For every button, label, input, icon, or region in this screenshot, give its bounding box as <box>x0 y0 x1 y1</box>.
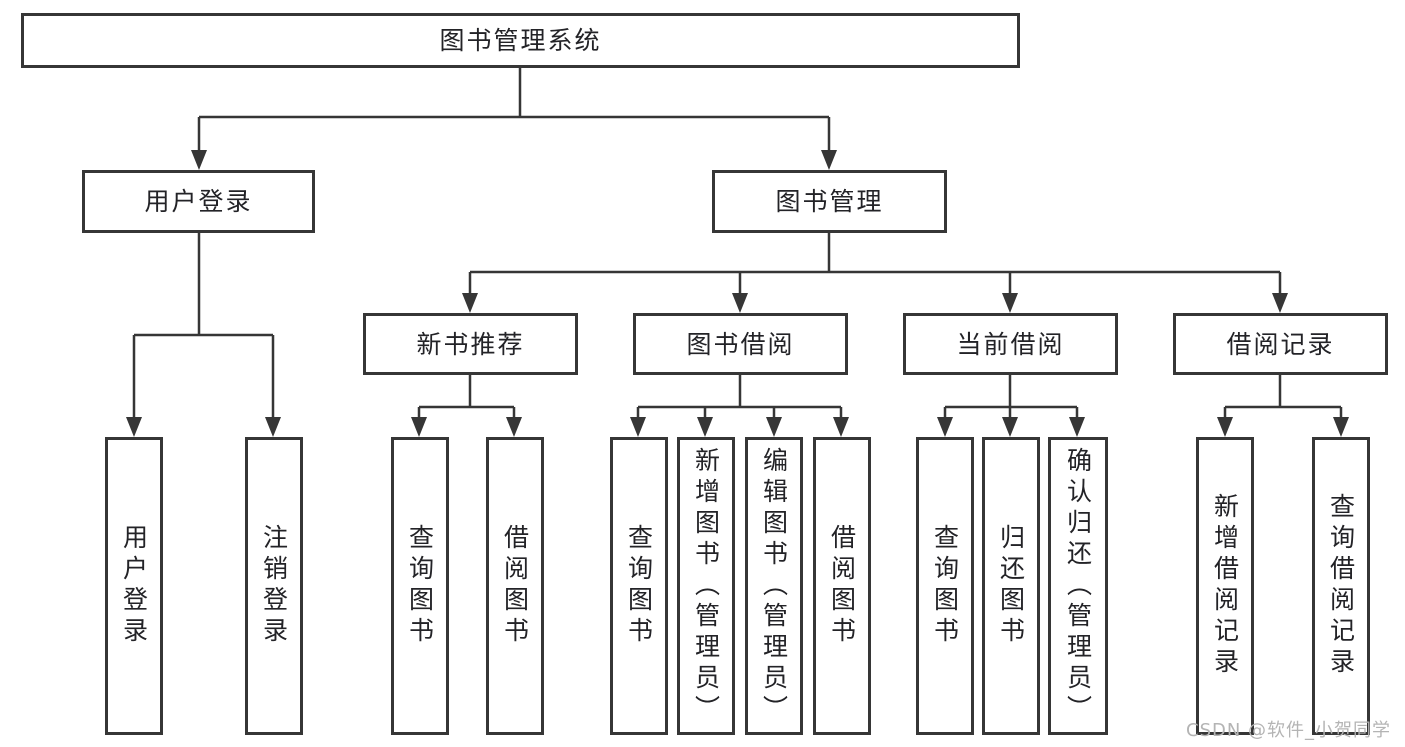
arrow-to-leaf-logout <box>265 417 281 437</box>
connector-root-to-level2 <box>197 68 831 152</box>
leaf-borrow-books-borrow-label: 借阅图书 <box>827 524 857 648</box>
connector-user-login-to-leaves <box>132 233 275 419</box>
leaf-logout-label: 注销登录 <box>259 524 289 648</box>
connector-borrow-records-to-leaves <box>1223 375 1343 421</box>
leaf-add-borrow-record: 新增借阅记录 <box>1196 437 1254 735</box>
leaf-query-borrow-record: 查询借阅记录 <box>1312 437 1370 735</box>
arrow-to-leaf-borrow-books-recommend <box>506 417 522 437</box>
node-borrow-records-label: 借阅记录 <box>1226 329 1335 359</box>
node-user-login-label: 用户登录 <box>144 187 253 216</box>
node-user-login: 用户登录 <box>82 170 315 233</box>
leaf-edit-book-admin-label: 编辑图书（管理员） <box>759 446 789 726</box>
leaf-add-book-admin-label: 新增图书（管理员） <box>691 446 721 726</box>
arrow-to-leaf-query-borrow-record <box>1333 417 1349 437</box>
arrow-to-user-login <box>191 150 207 170</box>
connector-book-borrow-to-leaves <box>636 375 843 421</box>
arrow-to-leaf-edit-book-admin <box>766 417 782 437</box>
leaf-query-books-current-label: 查询图书 <box>930 524 960 648</box>
arrow-to-current-borrow <box>1002 293 1018 313</box>
leaf-edit-book-admin: 编辑图书（管理员） <box>745 437 803 735</box>
arrow-to-leaf-confirm-return-admin <box>1069 417 1085 437</box>
node-new-book-recommend-label: 新书推荐 <box>416 329 525 359</box>
leaf-query-books-recommend-label: 查询图书 <box>405 524 435 648</box>
arrow-to-leaf-user-login <box>126 417 142 437</box>
leaf-query-books-recommend: 查询图书 <box>391 437 449 735</box>
arrow-to-leaf-query-books-borrow <box>630 417 646 437</box>
leaf-confirm-return-admin: 确认归还（管理员） <box>1048 437 1108 735</box>
leaf-return-books-label: 归还图书 <box>996 524 1026 648</box>
leaf-add-borrow-record-label: 新增借阅记录 <box>1210 493 1240 679</box>
leaf-confirm-return-admin-label: 确认归还（管理员） <box>1063 446 1093 726</box>
leaf-add-book-admin: 新增图书（管理员） <box>677 437 735 735</box>
arrow-to-leaf-query-books-recommend <box>411 417 427 437</box>
arrow-to-leaf-add-borrow-record <box>1217 417 1233 437</box>
leaf-return-books: 归还图书 <box>982 437 1040 735</box>
leaf-borrow-books-recommend-label: 借阅图书 <box>500 524 530 648</box>
arrow-to-leaf-add-book-admin <box>697 417 713 437</box>
node-root-label: 图书管理系统 <box>439 26 602 55</box>
leaf-borrow-books-borrow: 借阅图书 <box>813 437 871 735</box>
leaf-user-login-label: 用户登录 <box>119 524 149 648</box>
connector-current-borrow-to-leaves <box>943 375 1079 421</box>
arrow-to-new-book-recommend <box>462 293 478 313</box>
arrowheads <box>126 150 1349 437</box>
arrow-to-leaf-query-books-current <box>937 417 953 437</box>
watermark: CSDN @软件_小贺同学 <box>1186 720 1392 741</box>
node-book-borrow: 图书借阅 <box>633 313 848 375</box>
node-book-borrow-label: 图书借阅 <box>686 329 795 359</box>
node-new-book-recommend: 新书推荐 <box>363 313 578 375</box>
node-root: 图书管理系统 <box>21 13 1020 68</box>
node-borrow-records: 借阅记录 <box>1173 313 1388 375</box>
connector-new-book-recommend-to-leaves <box>417 375 516 421</box>
node-book-management-label: 图书管理 <box>775 187 884 216</box>
node-book-management: 图书管理 <box>712 170 947 233</box>
node-current-borrow: 当前借阅 <box>903 313 1118 375</box>
arrow-to-leaf-return-books <box>1002 417 1018 437</box>
arrow-to-leaf-borrow-books-borrow <box>833 417 849 437</box>
arrow-to-borrow-records <box>1272 293 1288 313</box>
leaf-query-books-borrow-label: 查询图书 <box>624 524 654 648</box>
leaf-user-login: 用户登录 <box>105 437 163 735</box>
arrow-to-book-borrow <box>732 293 748 313</box>
leaf-logout: 注销登录 <box>245 437 303 735</box>
leaf-query-books-current: 查询图书 <box>916 437 974 735</box>
arrow-to-book-management <box>821 150 837 170</box>
leaf-query-borrow-record-label: 查询借阅记录 <box>1326 493 1356 679</box>
node-current-borrow-label: 当前借阅 <box>956 329 1065 359</box>
leaf-query-books-borrow: 查询图书 <box>610 437 668 735</box>
leaf-borrow-books-recommend: 借阅图书 <box>486 437 544 735</box>
connector-book-management-to-level3 <box>468 233 1282 296</box>
